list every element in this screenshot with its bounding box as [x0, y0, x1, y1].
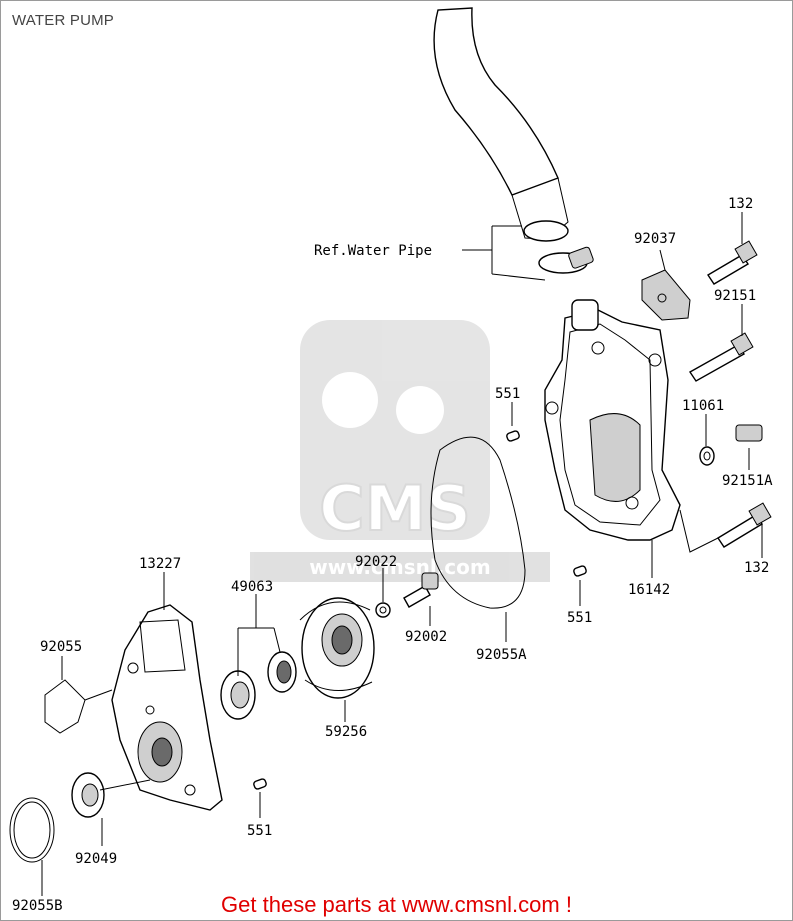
washer-11061-part — [699, 446, 715, 466]
bolt-92151a-part — [735, 424, 763, 442]
impeller-part — [299, 597, 375, 699]
label-92055b[interactable]: 92055B — [12, 898, 63, 914]
label-92002[interactable]: 92002 — [405, 629, 447, 645]
watermark-logo-text: CMS — [319, 472, 471, 545]
bolt-92151-part — [688, 332, 754, 382]
label-13227[interactable]: 13227 — [139, 556, 181, 572]
label-92151a[interactable]: 92151A — [722, 473, 773, 489]
label-551-mid[interactable]: 551 — [567, 610, 592, 626]
label-551-upper[interactable]: 551 — [495, 386, 520, 402]
get-parts-link[interactable]: Get these parts at www.cmsnl.com ! — [221, 892, 572, 917]
dowel-pin-mid-part — [573, 565, 587, 577]
dowel-pin-lower-part — [253, 778, 267, 790]
label-551-lower[interactable]: 551 — [247, 823, 272, 839]
pump-cover-housing-part — [544, 299, 681, 541]
oring-92055b-part — [9, 797, 55, 863]
bolt-92002-part — [403, 572, 439, 608]
hose-clamp-part — [538, 246, 594, 274]
label-132-lower[interactable]: 132 — [744, 560, 769, 576]
label-92055a[interactable]: 92055A — [476, 647, 527, 663]
label-49063[interactable]: 49063 — [231, 579, 273, 595]
label-92037[interactable]: 92037 — [634, 231, 676, 247]
label-92151[interactable]: 92151 — [714, 288, 756, 304]
gasket-92055-part — [44, 679, 86, 734]
label-92022[interactable]: 92022 — [355, 554, 397, 570]
dowel-pin-upper-part — [506, 430, 520, 442]
oil-seal-92049-part — [71, 772, 105, 818]
watermark-url-text: www.cmsnl.com — [309, 555, 490, 579]
bolt-132-top-part — [707, 240, 758, 285]
washer-92022-part — [375, 602, 391, 618]
water-pump-body-part — [111, 604, 223, 811]
water-pipe-part — [433, 7, 569, 242]
label-92055[interactable]: 92055 — [40, 639, 82, 655]
leader-lines — [41, 212, 763, 896]
label-16142[interactable]: 16142 — [628, 582, 670, 598]
label-92049[interactable]: 92049 — [75, 851, 117, 867]
label-59256[interactable]: 59256 — [325, 724, 367, 740]
bolt-132-lower-part — [717, 502, 772, 548]
mechanical-seal-part — [267, 651, 297, 693]
cms-watermark: CMS www.cmsnl.com — [250, 320, 550, 582]
label-132-top[interactable]: 132 — [728, 196, 753, 212]
page-title: WATER PUMP — [12, 12, 114, 29]
label-ref-water-pipe[interactable]: Ref.Water Pipe — [314, 243, 432, 259]
label-11061[interactable]: 11061 — [682, 398, 724, 414]
oil-seal-part — [220, 670, 256, 720]
bracket-part — [641, 269, 691, 321]
oring-92055a-part — [430, 436, 526, 609]
